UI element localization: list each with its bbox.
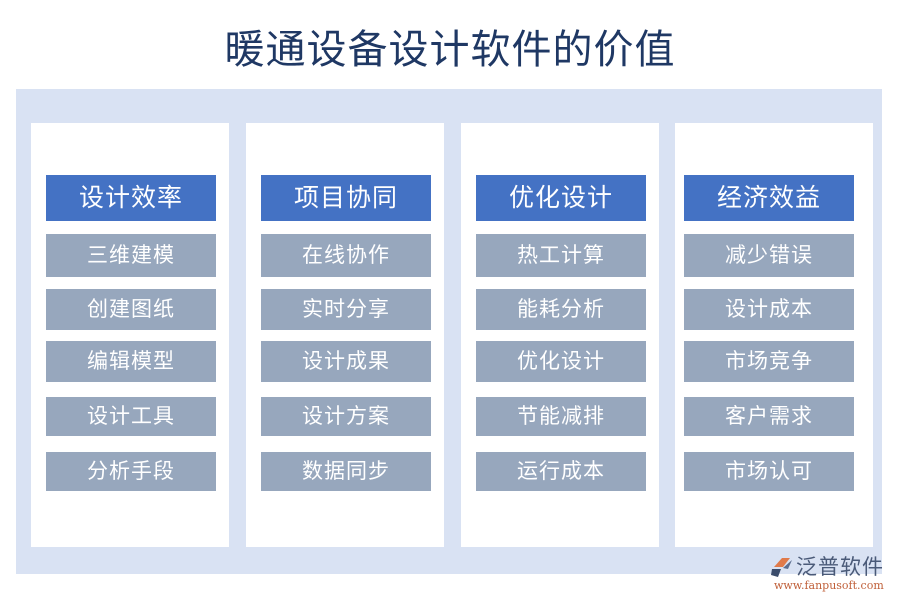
logo-url: www.fanpusoft.com [774,579,884,592]
column-item: 在线协作 [261,234,431,277]
value-diagram-panel: 设计效率 三维建模 创建图纸 编辑模型 设计工具 分析手段 项目协同 在线协作 … [16,89,882,574]
column-item: 设计成果 [261,341,431,382]
fanpu-logo-icon [770,555,796,579]
column-item: 热工计算 [476,234,646,277]
column-project-collaboration: 项目协同 在线协作 实时分享 设计成果 设计方案 数据同步 [246,123,444,547]
column-item: 市场竞争 [684,341,854,382]
column-item: 分析手段 [46,452,216,491]
column-item: 设计方案 [261,397,431,436]
column-item: 编辑模型 [46,341,216,382]
column-item: 运行成本 [476,452,646,491]
column-header: 项目协同 [261,175,431,221]
column-header: 设计效率 [46,175,216,221]
column-item: 减少错误 [684,234,854,277]
column-item: 设计工具 [46,397,216,436]
column-header: 优化设计 [476,175,646,221]
page-title: 暖通设备设计软件的价值 [224,27,676,73]
fanpu-logo: 泛普软件 www.fanpusoft.com [770,553,895,597]
column-optimized-design: 优化设计 热工计算 能耗分析 优化设计 节能减排 运行成本 [461,123,659,547]
column-item: 创建图纸 [46,289,216,330]
column-header: 经济效益 [684,175,854,221]
column-item: 能耗分析 [476,289,646,330]
column-item: 节能减排 [476,397,646,436]
column-economic-benefit: 经济效益 减少错误 设计成本 市场竞争 客户需求 市场认可 [675,123,873,547]
column-item: 设计成本 [684,289,854,330]
logo-name: 泛普软件 [796,555,884,579]
column-item: 实时分享 [261,289,431,330]
column-design-efficiency: 设计效率 三维建模 创建图纸 编辑模型 设计工具 分析手段 [31,123,229,547]
column-item: 优化设计 [476,341,646,382]
column-item: 客户需求 [684,397,854,436]
column-item: 市场认可 [684,452,854,491]
column-item: 数据同步 [261,452,431,491]
column-item: 三维建模 [46,234,216,277]
